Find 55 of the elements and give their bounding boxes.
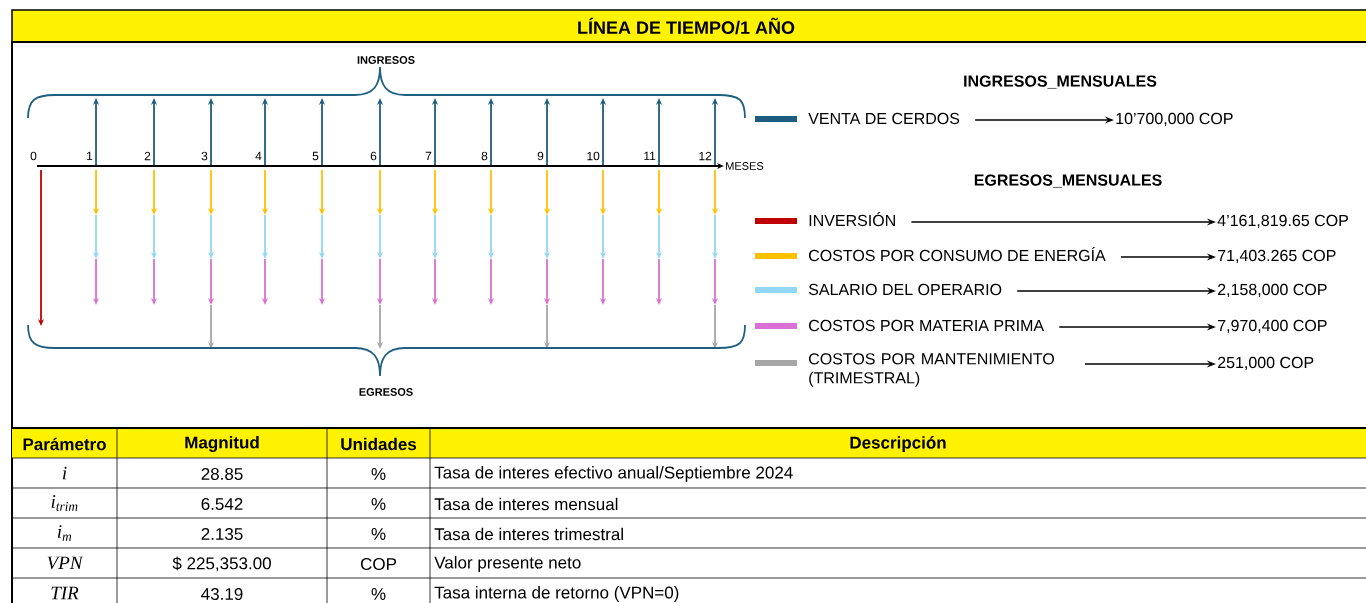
parameter-symbol: i (62, 466, 67, 480)
value-label: 251,000 COP (1218, 356, 1314, 371)
value-label: 7,970,400 COP (1218, 319, 1327, 334)
tick-label: 3 (201, 151, 208, 161)
table-text: Tasa de interes mensual (434, 497, 618, 511)
tick-label: 0 (30, 151, 37, 161)
section-heading: INGRESOS_MENSUALES (964, 75, 1157, 89)
table-text: Valor presente neto (434, 556, 581, 572)
table-text: 43.19 (201, 587, 243, 600)
value-label: 71,403.265 COP (1218, 249, 1336, 264)
parameter-symbol: i$_{m}$ (57, 525, 72, 541)
table-text: $ 225,353.00 (172, 556, 271, 572)
legend-label: SALARIO DEL OPERARIO (808, 283, 1002, 296)
table-text: % (371, 588, 386, 600)
tick-label: 5 (312, 151, 319, 161)
value-label: 2,158,000 COP (1218, 283, 1327, 298)
column-header: Parámetro (23, 437, 106, 451)
parameter-symbol: TIR (51, 586, 79, 600)
legend-label: INVERSIÓN (809, 212, 895, 227)
tick-label: 8 (481, 151, 488, 161)
table-text: 28.85 (201, 467, 243, 480)
tick-label: 12 (699, 151, 712, 161)
tick-label: 9 (537, 151, 544, 161)
legend-label: COSTOS POR MATERIA PRIMA (809, 319, 1045, 332)
value-label: 4’161,819.65 COP (1217, 214, 1348, 229)
legend-label: COSTOS POR MANTENIMIENTO (TRIMESTRAL) (809, 353, 1054, 387)
table-text: Tasa de interes trimestral (434, 527, 623, 541)
section-heading: EGRESOS_MENSUALES (974, 174, 1162, 188)
brace-label: EGRESOS (359, 388, 413, 396)
tick-label: 7 (425, 151, 432, 161)
legend-label: VENTA DE CERDOS (808, 112, 960, 125)
table-text: COP (360, 557, 397, 570)
title-bar: LÍNEA DE TIEMPO/1 AÑO (11, 9, 1366, 43)
tick-label: 6 (370, 151, 377, 161)
tick-label: 1 (87, 151, 93, 161)
column-header: Magnitud (185, 436, 259, 452)
table-text: 2.135 (201, 527, 243, 540)
tick-label: 2 (144, 151, 151, 161)
table-text: % (371, 498, 386, 510)
table-text: % (371, 468, 386, 480)
tick-label: 11 (644, 151, 656, 161)
table-text: 6.542 (201, 497, 243, 510)
brace-label: INGRESOS (357, 56, 415, 64)
table-text: Tasa de interes efectivo anual/Septiembre 2024 (434, 466, 793, 482)
parameter-symbol: VPN (47, 556, 84, 570)
parameter-symbol: i$_{trim}$ (51, 495, 78, 511)
table-text: Tasa interna de retorno (VPN=0) (434, 586, 679, 602)
axis-label: MESES (726, 162, 764, 170)
tick-label: 4 (255, 151, 262, 161)
table-text: % (371, 528, 386, 540)
column-header: Unidades (341, 437, 417, 451)
tick-label: 10 (587, 151, 600, 161)
value-label: 10’700,000 COP (1116, 112, 1233, 127)
legend-label: COSTOS POR CONSUMO DE ENERGÍA (809, 247, 1106, 262)
column-header: Descripción (850, 436, 946, 452)
